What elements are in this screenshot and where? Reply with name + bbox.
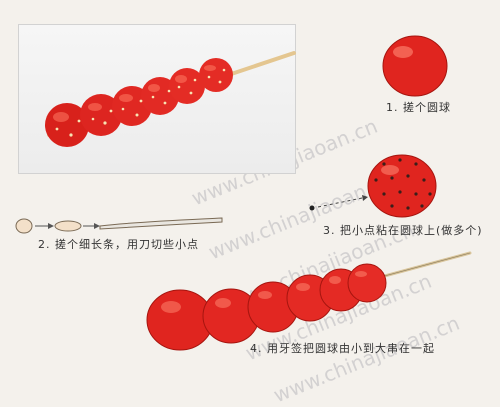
- step2-label: 2. 搓个细长条，用刀切些小点: [38, 238, 199, 251]
- step3-dotted-ball-illustration: [309, 154, 437, 218]
- finished-skewer-image: [45, 51, 296, 147]
- step4-skewer-illustration: [146, 251, 472, 351]
- step2-process-illustration: [15, 217, 223, 234]
- finished-skewer-photo: [18, 24, 296, 174]
- step4-label: 4. 用牙签把圆球由小到大串在一起: [250, 342, 435, 355]
- step3-label: 3. 把小点粘在圆球上(做多个): [323, 224, 483, 237]
- step1-label: 1. 搓个圆球: [386, 101, 451, 114]
- step1-ball-illustration: [382, 35, 448, 97]
